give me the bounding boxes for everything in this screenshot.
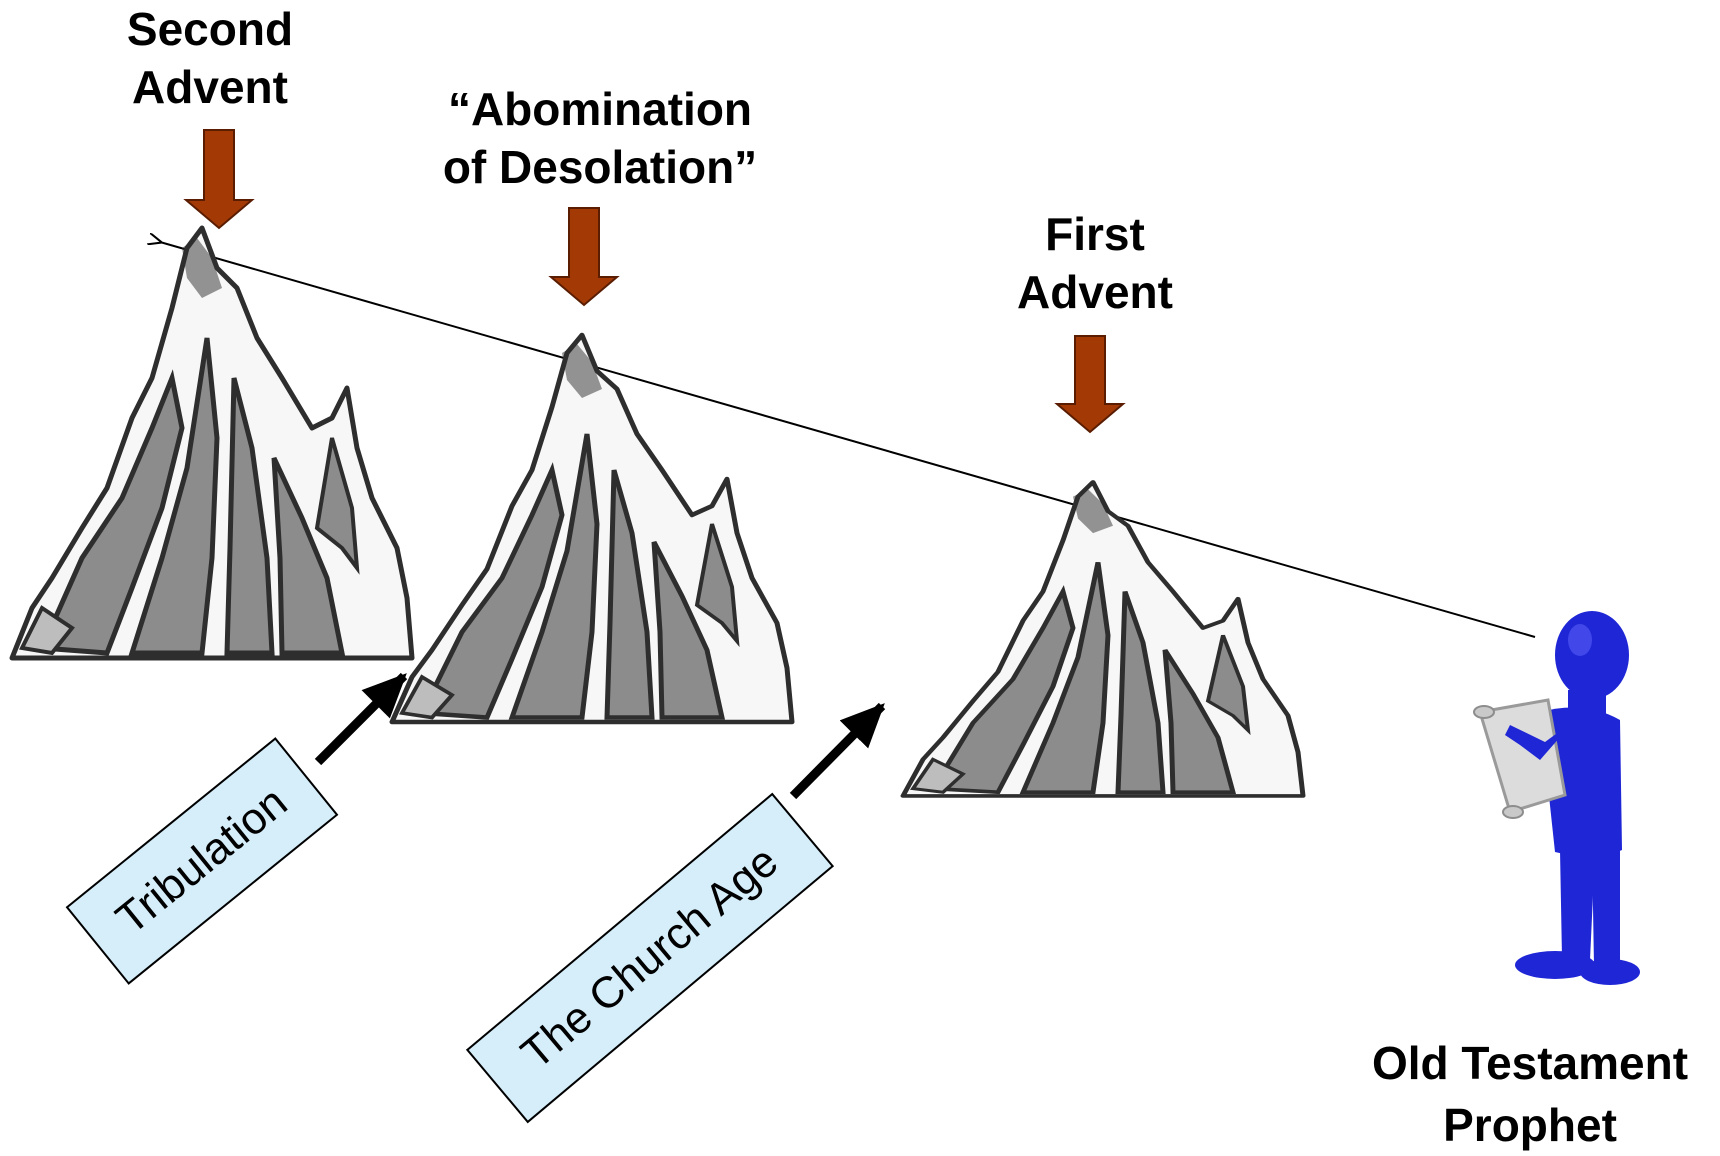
label-abomination-line1: “Abomination	[447, 83, 753, 135]
label-prophet-line2: Prophet	[1443, 1099, 1617, 1151]
tribulation-arrow	[314, 672, 408, 766]
prophet-figure-icon	[1473, 611, 1640, 985]
label-first-advent-line2: Advent	[1017, 266, 1173, 318]
scroll-icon	[1473, 698, 1567, 819]
church-age-arrow	[789, 702, 886, 800]
label-abomination-line2: of Desolation”	[442, 141, 758, 193]
first-advent-down-arrow	[1054, 335, 1126, 434]
label-prophet-line1: Old Testament	[1371, 1037, 1689, 1089]
label-first-advent: First Advent	[990, 205, 1200, 321]
line-of-sight	[160, 242, 1536, 638]
mountain-abomination	[392, 335, 792, 722]
mountain-first-advent	[903, 482, 1303, 796]
label-first-advent-line1: First	[1045, 208, 1145, 260]
label-second-advent: Second Advent	[110, 0, 310, 116]
second-advent-down-arrow	[183, 129, 255, 230]
mountain-second-advent	[12, 228, 412, 658]
label-abomination: “Abomination of Desolation”	[430, 80, 770, 196]
abomination-down-arrow	[548, 207, 620, 307]
label-prophet: Old Testament Prophet	[1335, 1032, 1720, 1156]
label-second-advent-line2: Advent	[132, 61, 288, 113]
label-second-advent-line1: Second	[126, 3, 294, 55]
